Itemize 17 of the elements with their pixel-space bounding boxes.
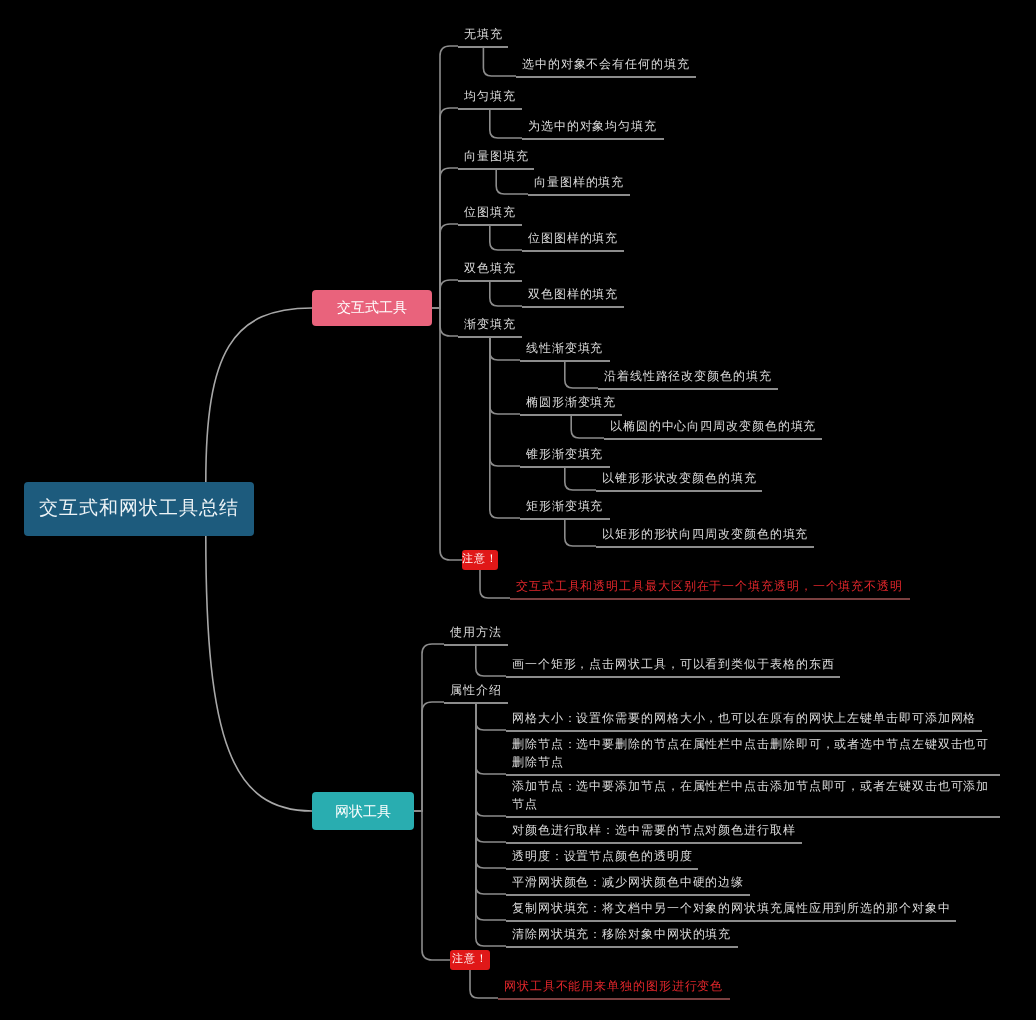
connector-line (564, 518, 597, 547)
connector-line (489, 280, 523, 307)
connector-line (482, 46, 517, 77)
connector-line (475, 644, 507, 677)
connector-line (413, 810, 451, 961)
connector-line (489, 336, 521, 519)
connector-line (469, 969, 499, 999)
connector-line (495, 168, 529, 195)
connector-line (489, 224, 523, 251)
central-topic-box: 交互式和网状工具总结 (24, 482, 254, 536)
connector-line (205, 307, 313, 483)
connector-line (479, 569, 511, 599)
connector-line (564, 360, 599, 389)
connector-line (564, 466, 597, 491)
connector-line (205, 535, 313, 812)
connector-line (489, 108, 523, 139)
connector-line (570, 414, 605, 439)
